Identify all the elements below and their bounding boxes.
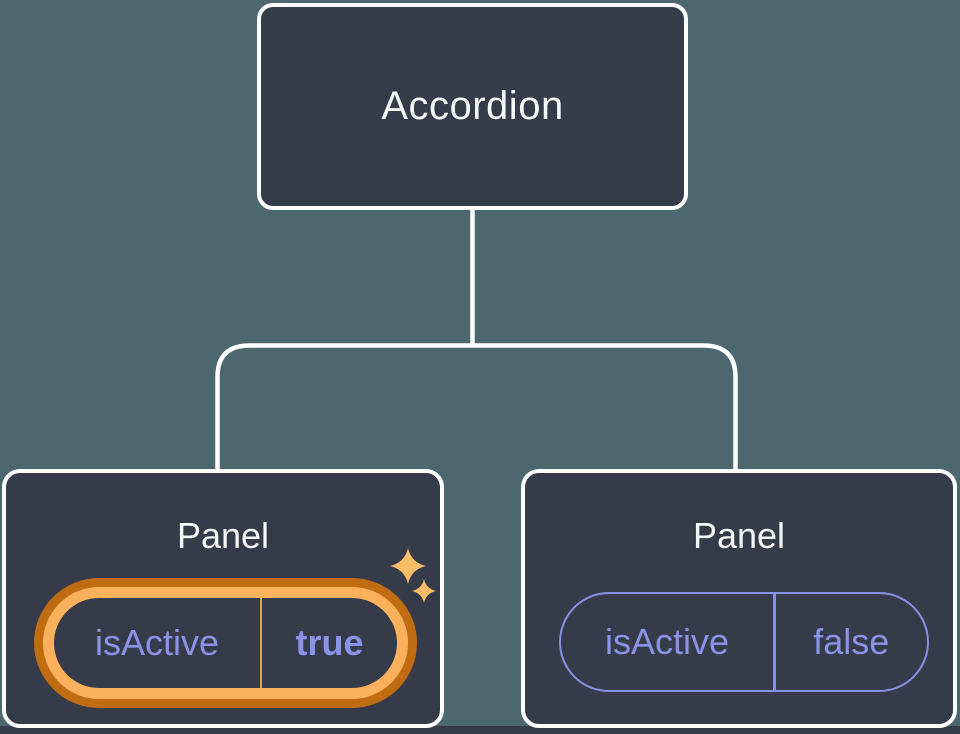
state-value-label: true <box>295 622 364 663</box>
connector-branch <box>215 343 738 471</box>
state-value-label: false <box>813 621 890 662</box>
tree-node-panel-active: Panel isActive true <box>2 469 444 728</box>
tree-node-accordion: Accordion <box>257 3 688 210</box>
state-pill-highlighted: isActive true <box>34 578 417 708</box>
state-value-cell: true <box>262 598 397 688</box>
pill-divider <box>773 594 776 690</box>
sparkle-small-icon <box>412 579 437 604</box>
accordion-node-label: Accordion <box>381 84 564 128</box>
state-pill-normal: isActive false <box>559 592 929 692</box>
state-key-cell: isActive <box>54 598 260 688</box>
sparkle-icon <box>390 548 437 604</box>
panel-node-label: Panel <box>176 515 270 556</box>
state-pill-inner: isActive true <box>54 598 397 688</box>
state-key-cell: isActive <box>561 594 773 690</box>
tree-node-panel-inactive: Panel isActive false <box>521 469 957 728</box>
state-value-cell: false <box>776 594 928 690</box>
pill-divider <box>260 598 262 688</box>
bottom-edge-strip <box>0 726 960 734</box>
state-key-label: isActive <box>604 621 730 662</box>
state-key-label: isActive <box>94 622 220 663</box>
sparkle-large-icon <box>390 548 426 584</box>
panel-node-label: Panel <box>692 515 786 556</box>
